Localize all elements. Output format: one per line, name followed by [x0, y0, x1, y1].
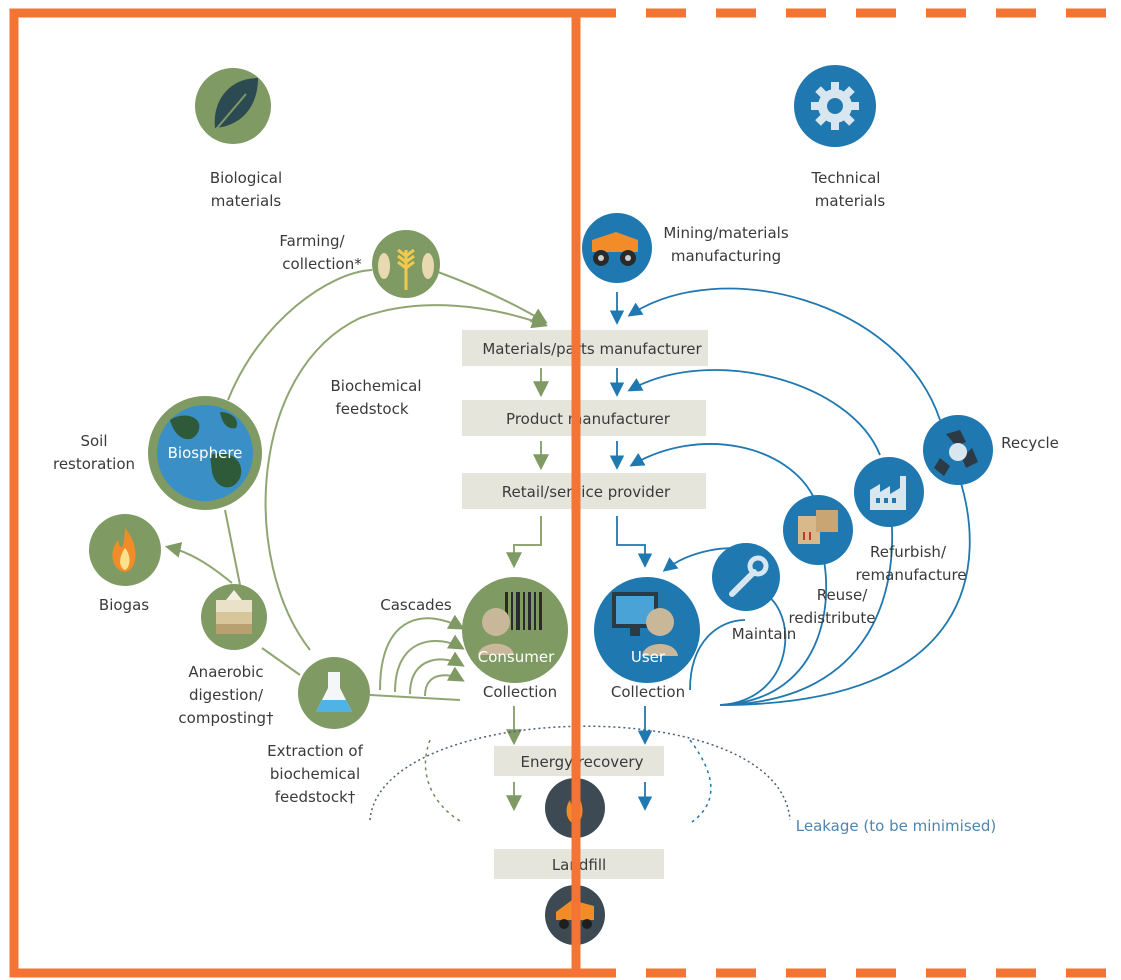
consumer-collection-label: Collection	[483, 683, 557, 701]
leaf-icon	[195, 68, 271, 144]
biochemical-feedstock-line1: Biochemical	[330, 377, 421, 395]
soil-restoration-line1: Soil	[80, 432, 107, 450]
flow-boxes: Materials/parts manufacturer Product man…	[462, 330, 708, 879]
refurbish-line1: Refurbish/	[870, 543, 947, 561]
flame-icon	[89, 514, 161, 586]
globe-icon	[148, 396, 262, 510]
technical-materials-line1: Technical	[811, 169, 881, 187]
materials-parts-box	[462, 330, 708, 366]
retail-service-label: Retail/service provider	[502, 483, 671, 501]
refurbish-line2: remanufacture	[855, 566, 966, 584]
product-manufacturer-label: Product manufacturer	[506, 410, 671, 428]
biochemical-feedstock-line2: feedstock	[335, 400, 408, 418]
biogas-label: Biogas	[99, 596, 149, 614]
biological-materials-line2: materials	[211, 192, 282, 210]
mining-line2: manufacturing	[671, 247, 781, 265]
gear-icon	[794, 65, 876, 147]
soil-layers-icon	[201, 584, 267, 650]
anaerobic-line1: Anaerobic	[188, 663, 263, 681]
product-manufacturer-box	[462, 400, 706, 436]
reuse-line1: Reuse/	[817, 586, 869, 604]
mining-truck-icon	[582, 213, 652, 283]
biosphere-label: Biosphere	[168, 444, 243, 462]
flask-icon	[298, 657, 370, 729]
materials-parts-label: Materials/parts manufacturer	[482, 340, 702, 358]
energy-recovery-label: Energy recovery	[521, 753, 644, 771]
user-collection-label: Collection	[611, 683, 685, 701]
barcode-person-icon	[462, 577, 568, 683]
farming-line1: Farming/	[279, 232, 345, 250]
orange-frame	[9, 8, 1121, 978]
user-label: User	[631, 648, 666, 666]
anaerobic-line2: digestion/	[189, 686, 264, 704]
reuse-line2: redistribute	[789, 609, 876, 627]
consumer-label: Consumer	[478, 648, 555, 666]
technical-flow-lines	[609, 287, 971, 811]
farming-line2: collection*	[282, 255, 362, 273]
anaerobic-line3: composting†	[178, 709, 274, 727]
technical-materials-line2: materials	[815, 192, 886, 210]
extraction-line2: biochemical	[270, 765, 360, 783]
cascades-label: Cascades	[380, 596, 452, 614]
retail-service-box	[462, 473, 706, 509]
extraction-line1: Extraction of	[267, 742, 364, 760]
biological-materials-line1: Biological	[210, 169, 282, 187]
computer-person-icon	[594, 577, 700, 683]
maintain-label: Maintain	[732, 625, 797, 643]
extraction-line3: feedstock†	[275, 788, 356, 806]
recycle-label: Recycle	[1001, 434, 1059, 452]
boxes-icon	[783, 495, 853, 565]
wheat-fish-icon	[372, 230, 440, 298]
recycle-icon	[923, 415, 993, 485]
leakage-label: Leakage (to be minimised)	[796, 817, 997, 835]
factory-icon	[854, 457, 924, 527]
wrench-icon	[712, 543, 780, 611]
soil-restoration-line2: restoration	[53, 455, 135, 473]
mining-line1: Mining/materials	[663, 224, 788, 242]
biological-flow-lines	[164, 269, 549, 812]
